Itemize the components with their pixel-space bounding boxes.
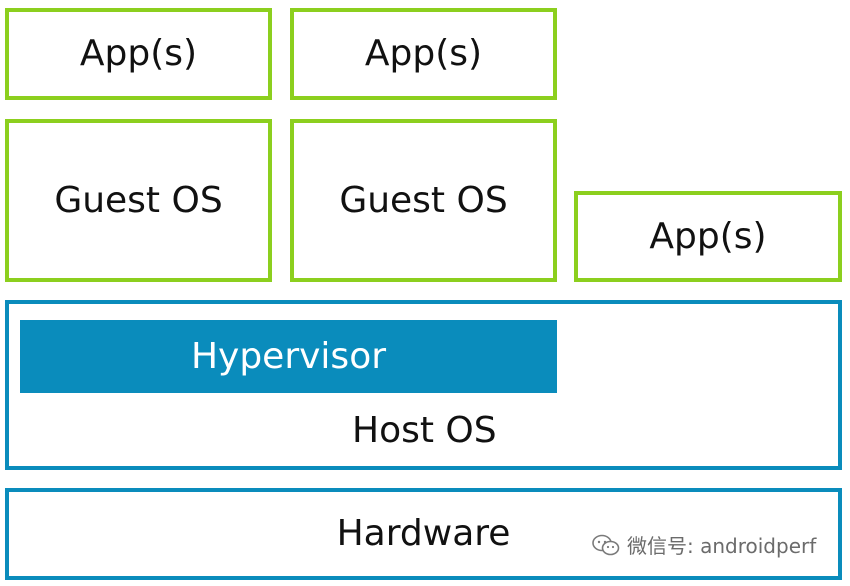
app-box-right: App(s) — [574, 191, 842, 282]
guest-os-label-middle: Guest OS — [339, 179, 508, 221]
app-label-right: App(s) — [649, 215, 767, 257]
watermark: 微信号: androidperf — [587, 528, 821, 561]
app-box-left: App(s) — [5, 8, 272, 100]
hypervisor-box: Hypervisor — [20, 320, 557, 393]
wechat-icon — [591, 533, 621, 557]
host-os-label: Host OS — [352, 410, 497, 451]
guest-os-box-left: Guest OS — [5, 119, 272, 282]
app-label-middle: App(s) — [364, 33, 483, 74]
guest-os-label-left: Guest OS — [54, 179, 223, 221]
hardware-label: Hardware — [336, 513, 511, 554]
hypervisor-label: Hypervisor — [190, 336, 387, 377]
guest-os-box-middle: Guest OS — [290, 119, 557, 282]
app-label-left: App(s) — [79, 33, 198, 74]
app-box-middle: App(s) — [290, 8, 557, 100]
watermark-text: 微信号: androidperf — [627, 534, 817, 558]
